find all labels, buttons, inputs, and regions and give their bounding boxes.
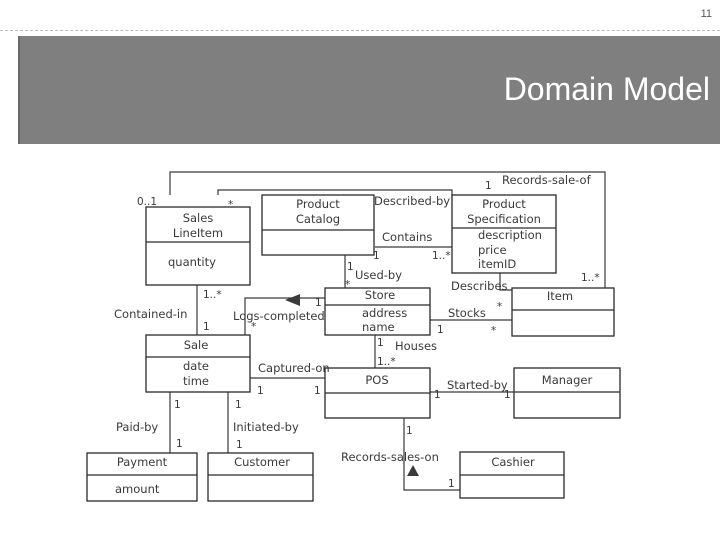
- mult-store-used-by-many: *: [345, 279, 350, 291]
- mult-sli-records-sale-of: 0..1: [137, 196, 157, 208]
- payment-attr-amount: amount: [115, 482, 160, 496]
- class-product-specification: Product Specification description price …: [451, 194, 557, 274]
- label-captured-on: Captured-on: [258, 361, 330, 375]
- mult-sale-contained-in-one: 1: [203, 321, 210, 333]
- mult-pos-captured-on: 1: [314, 385, 321, 397]
- mult-sale-initiated-by: 1: [235, 399, 242, 411]
- product-catalog-name-2: Catalog: [296, 212, 340, 226]
- mult-pos-houses-many: 1..*: [377, 356, 396, 368]
- label-started-by: Started-by: [447, 378, 508, 392]
- mult-sale-captured-on: 1: [257, 385, 264, 397]
- sale-name: Sale: [184, 338, 209, 352]
- class-payment: Payment amount: [86, 452, 198, 502]
- label-describes: Describes: [451, 279, 508, 293]
- slide-title: Domain Model: [503, 71, 710, 107]
- mult-spec-records-sale-of: 1: [485, 180, 492, 192]
- mult-sale-paid-by: 1: [174, 399, 181, 411]
- association-lines: [169, 171, 614, 491]
- class-cashier: Cashier: [459, 451, 565, 499]
- class-pos: POS: [324, 367, 431, 419]
- mult-customer-initiated-by: 1: [236, 439, 243, 451]
- header-divider: [0, 30, 720, 31]
- mult-catalog-contains-many: 1..*: [432, 250, 451, 262]
- title-banner: Domain Model: [18, 36, 720, 144]
- product-catalog-name-1: Product: [296, 197, 340, 211]
- sales-line-item-attr-quantity: quantity: [168, 255, 216, 269]
- mult-describes-star: *: [497, 301, 502, 313]
- product-spec-name-2: Specification: [467, 212, 541, 226]
- class-sale: Sale date time: [145, 334, 251, 393]
- mult-store-stocks: 1: [437, 324, 444, 336]
- page-number: 11: [700, 8, 712, 20]
- sales-line-item-name-2: LineItem: [173, 226, 223, 240]
- product-spec-attr-itemid: itemID: [478, 257, 516, 271]
- label-described-by: Described-by: [374, 194, 450, 208]
- class-customer: Customer: [207, 452, 314, 502]
- class-product-catalog: Product Catalog: [261, 194, 375, 256]
- assoc-records-sales-on-line: [403, 418, 460, 491]
- mult-manager-started-by: 1: [504, 389, 511, 401]
- mult-payment-paid-by: 1: [176, 438, 183, 450]
- payment-name: Payment: [117, 455, 168, 469]
- product-spec-attr-price: price: [478, 243, 507, 257]
- store-attr-name: name: [362, 320, 395, 334]
- product-spec-name-1: Product: [482, 197, 526, 211]
- manager-name: Manager: [542, 373, 593, 387]
- customer-name: Customer: [234, 455, 290, 469]
- multiplicity-labels: 0..1 1 * 1 1..* 1 * 1..* * 1..* 1 1 * 1 …: [137, 180, 600, 490]
- sales-line-item-name-1: Sales: [183, 211, 214, 225]
- label-paid-by: Paid-by: [116, 420, 158, 434]
- class-item: Item: [511, 287, 615, 337]
- label-houses: Houses: [395, 339, 437, 353]
- mult-store-logs-completed: 1: [315, 297, 322, 309]
- store-attr-address: address: [362, 306, 407, 320]
- mult-cashier-records-sales-on: 1: [448, 478, 455, 490]
- mult-catalog-contains-one: 1: [373, 250, 380, 262]
- item-name: Item: [547, 289, 573, 303]
- label-contained-in: Contained-in: [114, 307, 187, 321]
- records-sales-on-arrow-icon: [407, 465, 419, 476]
- label-initiated-by: Initiated-by: [233, 420, 299, 434]
- mult-pos-records-sales-on: 1: [406, 425, 413, 437]
- mult-item-stocks: *: [491, 325, 496, 337]
- class-manager: Manager: [513, 367, 621, 419]
- sale-attr-date: date: [183, 359, 209, 373]
- cashier-name: Cashier: [491, 455, 535, 469]
- assoc-describes-line: [499, 272, 512, 291]
- label-stocks: Stocks: [448, 306, 486, 320]
- label-contains: Contains: [382, 230, 432, 244]
- mult-sale-logs-completed: *: [251, 321, 256, 333]
- label-logs-completed: Logs-completed: [233, 309, 325, 323]
- pos-name: POS: [365, 373, 388, 387]
- label-records-sale-of: Records-sale-of: [502, 173, 592, 187]
- mult-store-houses-one: 1: [377, 337, 384, 349]
- class-sales-line-item: Sales LineItem quantity: [145, 206, 251, 286]
- label-used-by: Used-by: [355, 268, 402, 282]
- class-store: Store address name: [324, 287, 431, 336]
- sale-attr-time: time: [183, 374, 209, 388]
- mult-store-used-by-one: 1: [347, 261, 354, 273]
- mult-pos-started-by: 1: [434, 389, 441, 401]
- mult-sli-contained-in-many: 1..*: [203, 289, 222, 301]
- store-name: Store: [365, 288, 395, 302]
- association-labels: Records-sale-of Described-by Contains Us…: [114, 173, 592, 464]
- logs-completed-arrow-icon: [285, 294, 300, 306]
- mult-sli-described-by: *: [228, 199, 233, 211]
- product-spec-attr-description: description: [478, 228, 542, 242]
- mult-item-records-sale: 1..*: [581, 272, 600, 284]
- label-records-sales-on: Records-sales-on: [341, 450, 439, 464]
